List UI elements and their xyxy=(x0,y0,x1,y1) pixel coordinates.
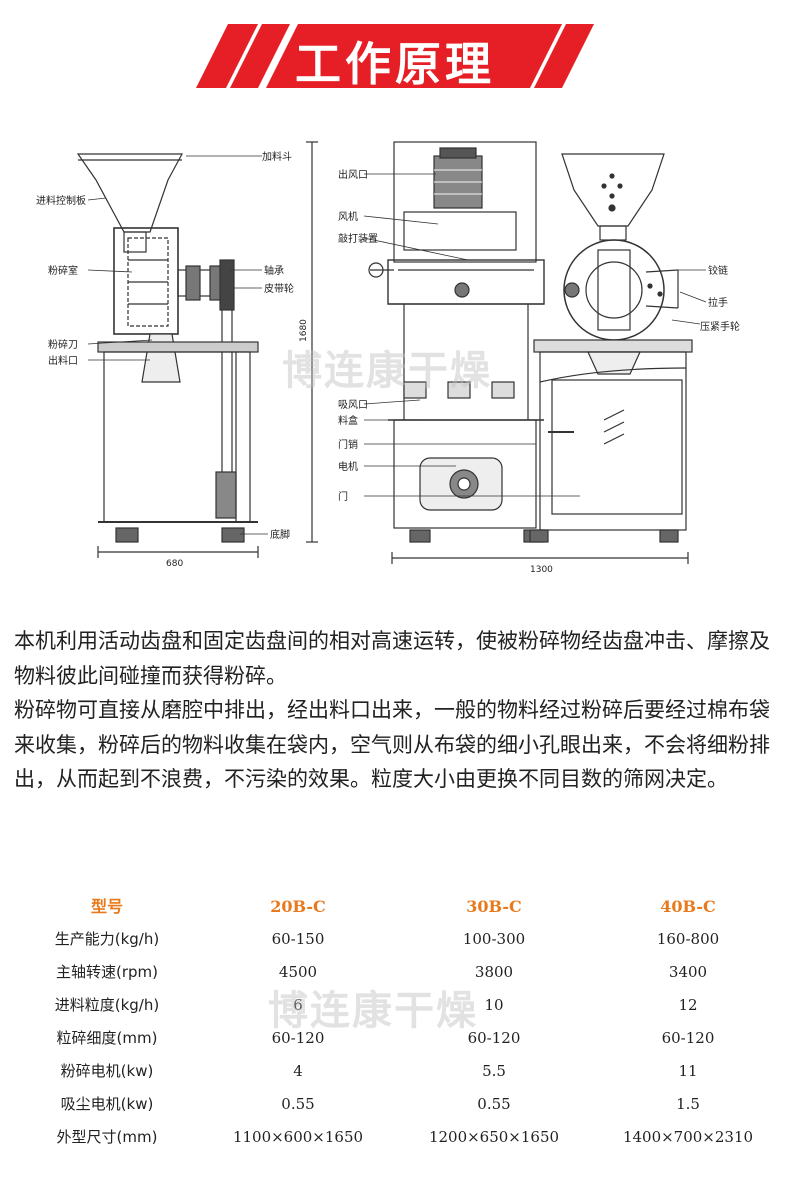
spec-cell: 3400 xyxy=(668,963,708,981)
spec-cell: 160-800 xyxy=(656,930,720,948)
label-handle: 拉手 xyxy=(708,296,728,309)
label-fan: 风机 xyxy=(338,210,358,223)
spec-cell: 1200×650×1650 xyxy=(428,1128,560,1146)
spec-cell: 4500 xyxy=(278,963,318,981)
spec-row-label: 粉碎电机(kw) xyxy=(60,1062,154,1080)
label-outlet: 出料口 xyxy=(48,354,78,367)
label-door-latch: 门销 xyxy=(338,438,358,451)
spec-header-20bc: 20B-C xyxy=(270,897,326,916)
spec-row-fineness: 粒碎细度(mm) 60-120 60-120 60-120 xyxy=(0,1022,790,1055)
spec-header-30bc: 30B-C xyxy=(466,897,522,916)
label-base-foot: 底脚 xyxy=(270,528,290,541)
spec-row-dimensions: 外型尺寸(mm) 1100×600×1650 1200×650×1650 140… xyxy=(0,1121,790,1154)
label-grinding-chamber: 粉碎室 xyxy=(48,264,78,277)
label-tray: 料盒 xyxy=(338,414,358,427)
spec-cell: 12 xyxy=(678,996,698,1014)
label-bearing: 轴承 xyxy=(264,264,284,277)
machine-drawing: 加料斗 进料控制板 粉碎室 轴承 皮带轮 粉碎刀 出料口 底脚 680 xyxy=(36,141,740,575)
spec-cell: 11 xyxy=(678,1062,698,1080)
label-crushing-blade: 粉碎刀 xyxy=(48,338,78,351)
label-pulley: 皮带轮 xyxy=(264,282,294,295)
spec-cell: 60-120 xyxy=(467,1029,521,1047)
label-door: 门 xyxy=(338,490,348,503)
left-view xyxy=(76,153,268,558)
spec-cell: 1400×700×2310 xyxy=(622,1128,754,1146)
dim-total-width: 1300 xyxy=(530,565,553,575)
spec-cell: 3800 xyxy=(474,963,514,981)
spec-cell: 1100×600×1650 xyxy=(232,1128,364,1146)
middle-view xyxy=(306,141,689,564)
description-paragraph-2: 粉碎物可直接从磨腔中排出，经出料口出来，一般的物料经过粉碎后要经过棉布袋来收集，… xyxy=(14,698,770,792)
spec-row-label: 生产能力(kg/h) xyxy=(54,930,160,948)
spec-header-row: 型号 20B-C 30B-C 40B-C xyxy=(0,890,790,923)
spec-header-40bc: 40B-C xyxy=(660,897,716,916)
spec-row-label: 主轴转速(rpm) xyxy=(55,963,158,981)
spec-cell: 60-150 xyxy=(271,930,325,948)
label-beating-device: 敲打装置 xyxy=(338,232,378,245)
spec-cell: 0.55 xyxy=(477,1095,511,1113)
spec-cell: 100-300 xyxy=(462,930,526,948)
spec-cell: 5.5 xyxy=(482,1062,506,1080)
watermark-top: 博连康干燥 xyxy=(282,348,492,394)
page-title: 工作原理 xyxy=(295,37,495,91)
dim-height: 1680 xyxy=(299,319,309,342)
spec-row-label: 进料粒度(kg/h) xyxy=(54,996,160,1014)
spec-header-model: 型号 xyxy=(90,897,123,916)
spec-row-label: 外型尺寸(mm) xyxy=(56,1128,158,1146)
right-hopper-shape xyxy=(561,153,665,227)
label-suction: 吸风口 xyxy=(338,399,368,411)
right-view xyxy=(529,153,707,543)
spec-cell: 6 xyxy=(293,996,303,1014)
spec-row-label: 粒碎细度(mm) xyxy=(56,1029,158,1047)
label-hopper: 加料斗 xyxy=(262,150,292,163)
banner-shape xyxy=(196,24,594,88)
label-motor: 电机 xyxy=(338,460,358,473)
title-banner: 工作原理 xyxy=(0,0,790,110)
spec-row-capacity: 生产能力(kg/h) 60-150 100-300 160-800 xyxy=(0,923,790,956)
label-feed-control: 进料控制板 xyxy=(36,194,86,207)
spec-cell: 60-120 xyxy=(661,1029,715,1047)
banner-left-stripe-1 xyxy=(196,24,258,88)
watermark-bottom: 博连康干燥 xyxy=(268,988,478,1034)
spec-row-spindle-speed: 主轴转速(rpm) 4500 3800 3400 xyxy=(0,956,790,989)
label-air-outlet: 出风口 xyxy=(338,168,368,181)
label-hinge: 铰链 xyxy=(708,264,728,277)
spec-cell: 0.55 xyxy=(281,1095,315,1113)
spec-cell: 10 xyxy=(484,996,504,1014)
hopper-shape xyxy=(76,153,184,233)
spec-row-dust-motor: 吸尘电机(kw) 0.55 0.55 1.5 xyxy=(0,1088,790,1121)
description-paragraph-1: 本机利用活动齿盘和固定齿盘间的相对高速运转，使被粉碎物经齿盘冲击、摩擦及物料彼此… xyxy=(14,629,770,688)
label-pressure-wheel: 压紧手轮 xyxy=(700,320,740,333)
spec-row-crusher-motor: 粉碎电机(kw) 4 5.5 11 xyxy=(0,1055,790,1088)
spec-cell: 4 xyxy=(293,1062,303,1080)
spec-row-label: 吸尘电机(kw) xyxy=(60,1095,154,1113)
banner-left-stripe-2 xyxy=(230,24,290,88)
spec-cell: 60-120 xyxy=(271,1029,325,1047)
dim-left-width: 680 xyxy=(166,559,183,569)
spec-cell: 1.5 xyxy=(676,1095,700,1113)
banner-main-block xyxy=(266,24,562,88)
spec-row-feed-size: 进料粒度(kg/h) 6 10 12 xyxy=(0,989,790,1022)
description-block: 本机利用活动齿盘和固定齿盘间的相对高速运转，使被粉碎物经齿盘冲击、摩擦及物料彼此… xyxy=(14,624,774,797)
banner-right-stripe-1 xyxy=(534,24,594,88)
spec-table: 型号 20B-C 30B-C 40B-C 生产能力(kg/h) 60-150 1… xyxy=(0,890,790,1154)
